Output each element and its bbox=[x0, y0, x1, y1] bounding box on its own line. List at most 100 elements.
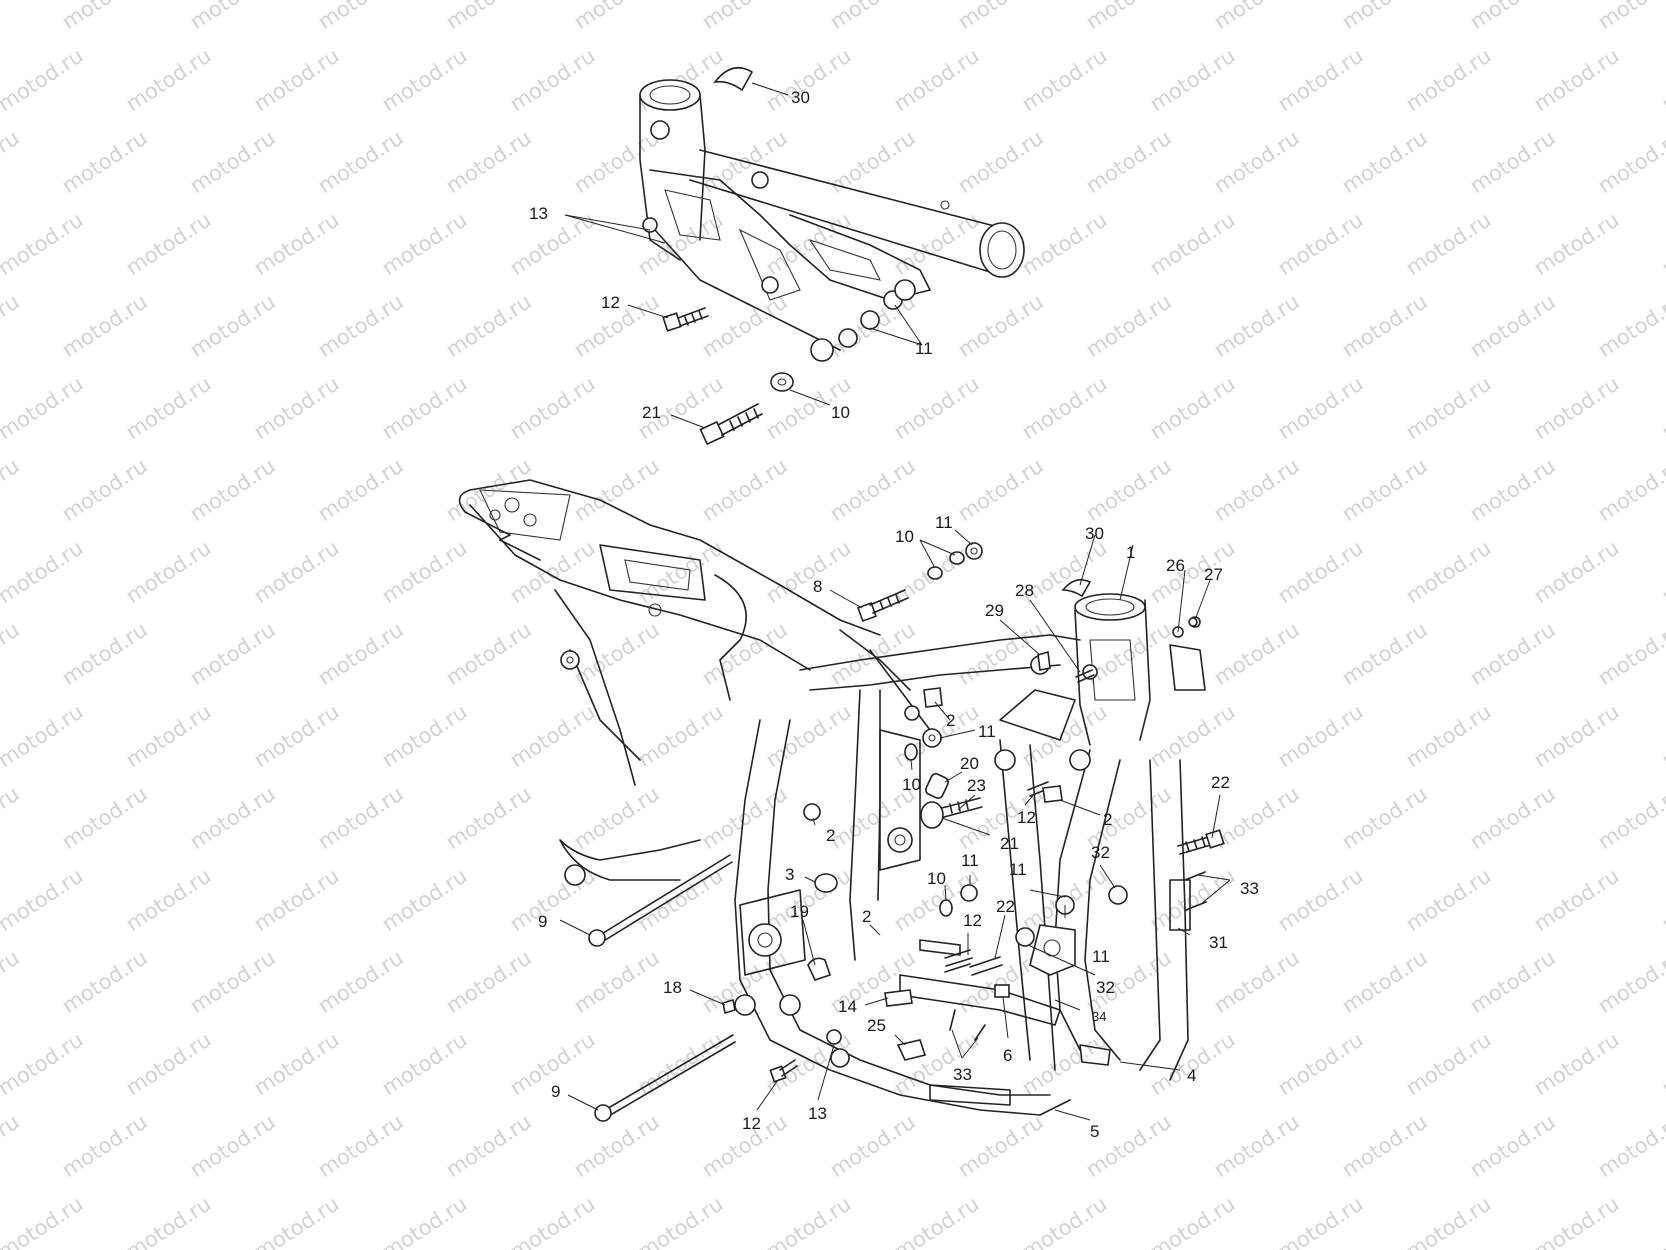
watermark-text: motod.ru bbox=[1210, 290, 1304, 363]
watermark-text: motod.ru bbox=[954, 126, 1048, 199]
callout-9-a: 9 bbox=[538, 912, 547, 931]
watermark-text: motod.ru bbox=[378, 372, 472, 445]
watermark-text: motod.ru bbox=[250, 44, 344, 117]
watermark-text: motod.ru bbox=[1594, 0, 1666, 34]
watermark-text: motod.ru bbox=[58, 946, 152, 1019]
watermark-text: motod.ru bbox=[1402, 536, 1496, 609]
callout-22-a: 22 bbox=[1211, 773, 1230, 792]
callout-13-upper: 13 bbox=[529, 204, 548, 223]
callout-8: 8 bbox=[813, 577, 822, 596]
watermark-text: motod.ru bbox=[1530, 864, 1624, 937]
watermark-text: motod.ru bbox=[506, 536, 600, 609]
watermark-text: motod.ru bbox=[1082, 0, 1176, 34]
watermark-text: motod.ru bbox=[186, 454, 280, 527]
watermark-text: motod.ru bbox=[1274, 208, 1368, 281]
watermark-text: motod.ru bbox=[1658, 208, 1666, 281]
watermark-text: motod.ru bbox=[378, 44, 472, 117]
callout-12-b: 12 bbox=[1017, 808, 1036, 827]
watermark-text: motod.ru bbox=[1210, 0, 1304, 34]
watermark-text: motod.ru bbox=[698, 0, 792, 34]
watermark-text: motod.ru bbox=[1530, 700, 1624, 773]
callout-22-b: 22 bbox=[996, 897, 1015, 916]
callout-11-d: 11 bbox=[961, 851, 979, 870]
watermark-text: motod.ru bbox=[1274, 864, 1368, 937]
watermark-text: motod.ru bbox=[1402, 1028, 1496, 1101]
watermark-text: motod.ru bbox=[0, 1110, 24, 1183]
watermark-text: motod.ru bbox=[1594, 946, 1666, 1019]
watermark-text: motod.ru bbox=[442, 126, 536, 199]
callout-3: 3 bbox=[785, 865, 794, 884]
callout-31: 31 bbox=[1209, 933, 1228, 952]
callout-28: 28 bbox=[1015, 581, 1034, 600]
callout-32-b: 32 bbox=[1096, 978, 1115, 997]
watermark-text: motod.ru bbox=[1658, 700, 1666, 773]
callout-11-top: 11 bbox=[935, 513, 953, 532]
watermark-text: motod.ru bbox=[1402, 372, 1496, 445]
watermark-text: motod.ru bbox=[442, 0, 536, 34]
callout-10-top: 10 bbox=[895, 527, 914, 546]
watermark-text: motod.ru bbox=[186, 0, 280, 34]
watermark-text: motod.ru bbox=[442, 1110, 536, 1183]
callout-33-a: 33 bbox=[1240, 879, 1259, 898]
callout-11-c: 11 bbox=[978, 722, 996, 741]
watermark-text: motod.ru bbox=[1082, 618, 1176, 691]
callout-12-d: 12 bbox=[742, 1114, 761, 1133]
watermark-text: motod.ru bbox=[890, 44, 984, 117]
watermark-text: motod.ru bbox=[1210, 126, 1304, 199]
callout-2-a: 2 bbox=[946, 711, 955, 730]
callout-11-f: 11 bbox=[1092, 947, 1110, 966]
watermark-text: motod.ru bbox=[570, 454, 664, 527]
watermark-text: motod.ru bbox=[954, 454, 1048, 527]
watermark-text: motod.ru bbox=[570, 0, 664, 34]
watermark-text: motod.ru bbox=[1658, 44, 1666, 117]
watermark-text: motod.ru bbox=[1594, 782, 1666, 855]
watermark-text: motod.ru bbox=[378, 1028, 472, 1101]
watermark-text: motod.ru bbox=[1594, 126, 1666, 199]
watermark-text: motod.ru bbox=[1338, 454, 1432, 527]
callout-labels: 30 13 12 11 21 10 11 10 30 1 26 27 8 28 … bbox=[529, 88, 1259, 1141]
watermark-text: motod.ru bbox=[954, 290, 1048, 363]
watermark-text: motod.ru bbox=[58, 290, 152, 363]
loose-hardware bbox=[588, 542, 1225, 1122]
watermark-text: motod.ru bbox=[314, 782, 408, 855]
watermark-text: motod.ru bbox=[506, 1192, 600, 1250]
watermark-text: motod.ru bbox=[1274, 372, 1368, 445]
callout-12-c: 12 bbox=[963, 911, 982, 930]
watermark-text: motod.ru bbox=[0, 454, 24, 527]
watermark-text: motod.ru bbox=[122, 1028, 216, 1101]
watermark-text: motod.ru bbox=[1658, 1192, 1666, 1250]
watermark-text: motod.ru bbox=[250, 1028, 344, 1101]
watermark-text: motod.ru bbox=[1594, 454, 1666, 527]
watermark-text: motod.ru bbox=[1594, 1110, 1666, 1183]
watermark-text: motod.ru bbox=[442, 782, 536, 855]
watermark-text: motod.ru bbox=[1338, 290, 1432, 363]
watermark-text: motod.ru bbox=[378, 208, 472, 281]
watermark-text: motod.ru bbox=[762, 208, 856, 281]
watermark-text: motod.ru bbox=[122, 700, 216, 773]
watermark-text: motod.ru bbox=[762, 536, 856, 609]
watermark-text: motod.ru bbox=[442, 454, 536, 527]
watermark-text: motod.ru bbox=[1466, 454, 1560, 527]
watermark-text: motod.ru bbox=[186, 1110, 280, 1183]
watermark-text: motod.ru bbox=[826, 1110, 920, 1183]
callout-32-a: 32 bbox=[1091, 843, 1110, 862]
watermark-text: motod.ru bbox=[0, 618, 24, 691]
watermark-text: motod.ru bbox=[1210, 946, 1304, 1019]
watermark-text: motod.ru bbox=[0, 372, 88, 445]
watermark-text: motod.ru bbox=[314, 290, 408, 363]
watermark-text: motod.ru bbox=[1658, 1028, 1666, 1101]
watermark-text: motod.ru bbox=[1082, 126, 1176, 199]
watermark-text: motod.ru bbox=[1210, 1110, 1304, 1183]
callout-5: 5 bbox=[1090, 1122, 1099, 1141]
watermark-text: motod.ru bbox=[1530, 536, 1624, 609]
watermark-text: motod.ru bbox=[1146, 864, 1240, 937]
watermark-text: motod.ru bbox=[1530, 208, 1624, 281]
callout-19: 19 bbox=[790, 902, 809, 921]
watermark-text: motod.ru bbox=[314, 1110, 408, 1183]
watermark-text: motod.ru bbox=[1466, 618, 1560, 691]
watermark-text: motod.ru bbox=[250, 372, 344, 445]
watermark-text: motod.ru bbox=[378, 700, 472, 773]
watermark-text: motod.ru bbox=[1018, 208, 1112, 281]
callout-25: 25 bbox=[867, 1016, 886, 1035]
